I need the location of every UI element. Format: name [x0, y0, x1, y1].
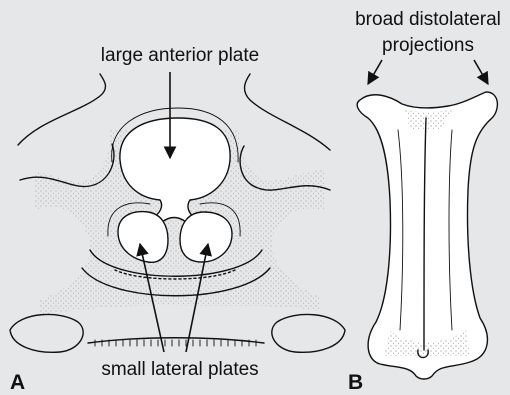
bottom-right-lobe — [272, 314, 345, 352]
bottom-hatch — [95, 340, 256, 346]
arrow-right-projection — [474, 60, 488, 84]
label-small-lateral-plates: small lateral plates — [101, 360, 258, 379]
panel-letter-b: B — [348, 372, 363, 393]
bone-body — [357, 92, 497, 379]
right-outer-lobe — [245, 74, 330, 150]
panel-b-arrows — [368, 60, 488, 84]
label-large-anterior-plate: large anterior plate — [101, 46, 259, 65]
label-projections: projections — [382, 36, 474, 55]
panel-letter-a: A — [10, 372, 25, 393]
arrow-left-projection — [368, 60, 382, 84]
label-broad-distolateral: broad distolateral — [355, 10, 501, 29]
panel-b-drawing — [357, 92, 497, 379]
bottom-rim — [88, 338, 264, 343]
bottom-left-lobe — [10, 314, 83, 352]
panel-a-drawing — [10, 74, 345, 352]
left-outer-lobe — [18, 74, 105, 145]
